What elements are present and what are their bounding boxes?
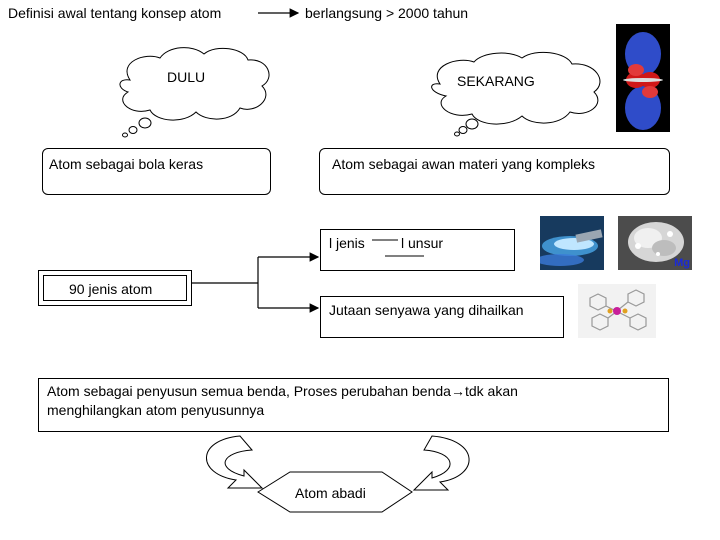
- atom-count-box: 90 jenis atom: [38, 270, 192, 306]
- summary-line1-end: tdk akan: [464, 383, 518, 399]
- cycle-arrow-right: [412, 435, 470, 491]
- compounds-box: Jutaan senyawa yang dihailkan: [320, 296, 564, 338]
- unsur-text: l unsur: [401, 235, 444, 251]
- eternal-text: Atom abadi: [295, 485, 366, 501]
- summary-line1-main: Atom sebagai penyusun semua benda, Prose…: [47, 383, 451, 399]
- jenis-unsur-box: l jenis l unsur: [320, 229, 515, 271]
- eternal-hexagon: [257, 471, 413, 513]
- atom-count-text: 90 jenis atom: [69, 281, 153, 297]
- summary-box: Atom sebagai penyusun semua benda, Prose…: [38, 378, 669, 432]
- mg-label: Mg: [674, 257, 690, 269]
- present-model-text: Atom sebagai awan materi yang kompleks: [332, 156, 596, 172]
- compounds-text: Jutaan senyawa yang dihailkan: [329, 302, 524, 318]
- past-model-box: Atom sebagai bola keras: [42, 148, 271, 195]
- cycle-arrow-left: [206, 435, 264, 489]
- cloud-label-dulu: DULU: [167, 69, 206, 85]
- cloud-label-sekarang: SEKARANG: [457, 73, 535, 89]
- present-model-box: Atom sebagai awan materi yang kompleks: [319, 148, 670, 195]
- summary-line2: menghilangkan atom penyusunnya: [47, 402, 265, 418]
- magnesium-crystal-image: Mg: [618, 216, 692, 270]
- magnesium-flame-image: [540, 216, 604, 270]
- thought-cloud-dulu: [119, 47, 270, 138]
- header-right-text: berlangsung > 2000 tahun: [305, 5, 469, 21]
- jenis-text: l jenis: [329, 235, 365, 251]
- summary-line1: Atom sebagai penyusun semua benda, Prose…: [47, 383, 518, 400]
- molecule-image: [578, 284, 656, 338]
- past-model-text: Atom sebagai bola keras: [49, 156, 204, 172]
- summary-arrow: →: [450, 383, 465, 399]
- thought-cloud-sekarang: [431, 51, 601, 137]
- header-left-text: Definisi awal tentang konsep atom: [8, 5, 222, 21]
- orbital-image: [616, 24, 670, 132]
